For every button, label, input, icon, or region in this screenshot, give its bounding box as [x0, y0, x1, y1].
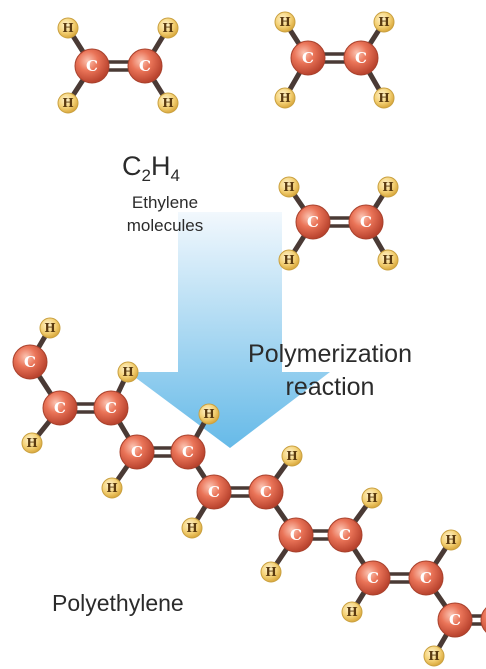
carbon-atom: C — [12, 344, 48, 380]
polymerization-arrow — [128, 212, 330, 448]
hydrogen-symbol: H — [382, 180, 393, 194]
hydrogen-symbol: H — [162, 96, 173, 110]
hydrogen-symbol: H — [62, 21, 73, 35]
hydrogen-atom: H — [274, 11, 296, 33]
hydrogen-symbol: H — [44, 321, 55, 335]
hydrogen-symbol: H — [283, 180, 294, 194]
carbon-symbol: C — [54, 399, 66, 417]
carbon-atom: C — [355, 560, 391, 596]
carbon-atom: C — [119, 434, 155, 470]
hydrogen-atom: H — [181, 517, 203, 539]
carbon-atom: C — [278, 517, 314, 553]
carbon-symbol: C — [339, 526, 351, 544]
hydrogen-symbol: H — [62, 96, 73, 110]
atom-layer: H H H H C C H H H H C C H H H H C C H C H C H C H C H C H C H C H C H C H C H C… — [12, 11, 486, 667]
hydrogen-atom: H — [281, 445, 303, 467]
hydrogen-symbol: H — [286, 449, 297, 463]
carbon-atom: C — [93, 390, 129, 426]
hydrogen-symbol: H — [26, 436, 37, 450]
carbon-symbol: C — [367, 569, 379, 587]
hydrogen-symbol: H — [122, 365, 133, 379]
hydrogen-atom: H — [39, 317, 61, 339]
hydrogen-atom: H — [373, 11, 395, 33]
polymerization-reaction-label: Polymerization reaction — [248, 340, 412, 401]
hydrogen-symbol: H — [186, 521, 197, 535]
hydrogen-atom: H — [157, 92, 179, 114]
carbon-atom: C — [437, 602, 473, 638]
carbon-atom: C — [196, 474, 232, 510]
carbon-symbol: C — [307, 213, 319, 231]
hydrogen-atom: H — [198, 403, 220, 425]
hydrogen-atom: H — [341, 601, 363, 623]
carbon-atom: C — [343, 40, 379, 76]
hydrogen-atom: H — [440, 529, 462, 551]
hydrogen-atom: H — [274, 87, 296, 109]
carbon-symbol: C — [260, 483, 272, 501]
hydrogen-symbol: H — [203, 407, 214, 421]
hydrogen-symbol: H — [382, 253, 393, 267]
carbon-atom: C — [348, 204, 384, 240]
carbon-symbol: C — [86, 57, 98, 75]
hydrogen-atom: H — [101, 477, 123, 499]
carbon-atom: C — [42, 390, 78, 426]
hydrogen-symbol: H — [283, 253, 294, 267]
hydrogen-symbol: H — [428, 649, 439, 663]
carbon-symbol: C — [302, 49, 314, 67]
hydrogen-atom: H — [278, 176, 300, 198]
carbon-atom: C — [74, 48, 110, 84]
ethylene-molecules-label: Ethylene molecules — [126, 193, 204, 235]
hydrogen-atom: H — [57, 17, 79, 39]
hydrogen-symbol: H — [378, 91, 389, 105]
hydrogen-atom: H — [423, 645, 445, 667]
carbon-symbol: C — [105, 399, 117, 417]
hydrogen-atom: H — [57, 92, 79, 114]
carbon-atom: C — [290, 40, 326, 76]
hydrogen-atom: H — [377, 176, 399, 198]
carbon-atom: C — [327, 517, 363, 553]
carbon-symbol: C — [360, 213, 372, 231]
carbon-symbol: C — [449, 611, 461, 629]
carbon-symbol: C — [355, 49, 367, 67]
carbon-symbol: C — [24, 353, 36, 371]
carbon-symbol: C — [182, 443, 194, 461]
carbon-symbol: C — [290, 526, 302, 544]
hydrogen-atom: H — [278, 249, 300, 271]
carbon-atom: C — [295, 204, 331, 240]
hydrogen-symbol: H — [346, 605, 357, 619]
carbon-atom: C — [248, 474, 284, 510]
carbon-atom: C — [127, 48, 163, 84]
hydrogen-symbol: H — [162, 21, 173, 35]
hydrogen-atom: H — [157, 17, 179, 39]
carbon-symbol: C — [131, 443, 143, 461]
carbon-atom: C — [170, 434, 206, 470]
hydrogen-symbol: H — [279, 15, 290, 29]
hydrogen-symbol: H — [106, 481, 117, 495]
hydrogen-symbol: H — [378, 15, 389, 29]
carbon-atom: C — [480, 607, 486, 633]
hydrogen-symbol: H — [279, 91, 290, 105]
hydrogen-symbol: H — [265, 565, 276, 579]
carbon-symbol: C — [139, 57, 151, 75]
hydrogen-atom: H — [377, 249, 399, 271]
hydrogen-symbol: H — [366, 491, 377, 505]
hydrogen-atom: H — [373, 87, 395, 109]
hydrogen-atom: H — [21, 432, 43, 454]
carbon-symbol: C — [420, 569, 432, 587]
hydrogen-symbol: H — [445, 533, 456, 547]
hydrogen-atom: H — [260, 561, 282, 583]
carbon-symbol: C — [208, 483, 220, 501]
carbon-atom: C — [408, 560, 444, 596]
hydrogen-atom: H — [117, 361, 139, 383]
polyethylene-label: Polyethylene — [52, 590, 184, 616]
ethylene-formula: C2H4 — [122, 151, 180, 185]
hydrogen-atom: H — [361, 487, 383, 509]
